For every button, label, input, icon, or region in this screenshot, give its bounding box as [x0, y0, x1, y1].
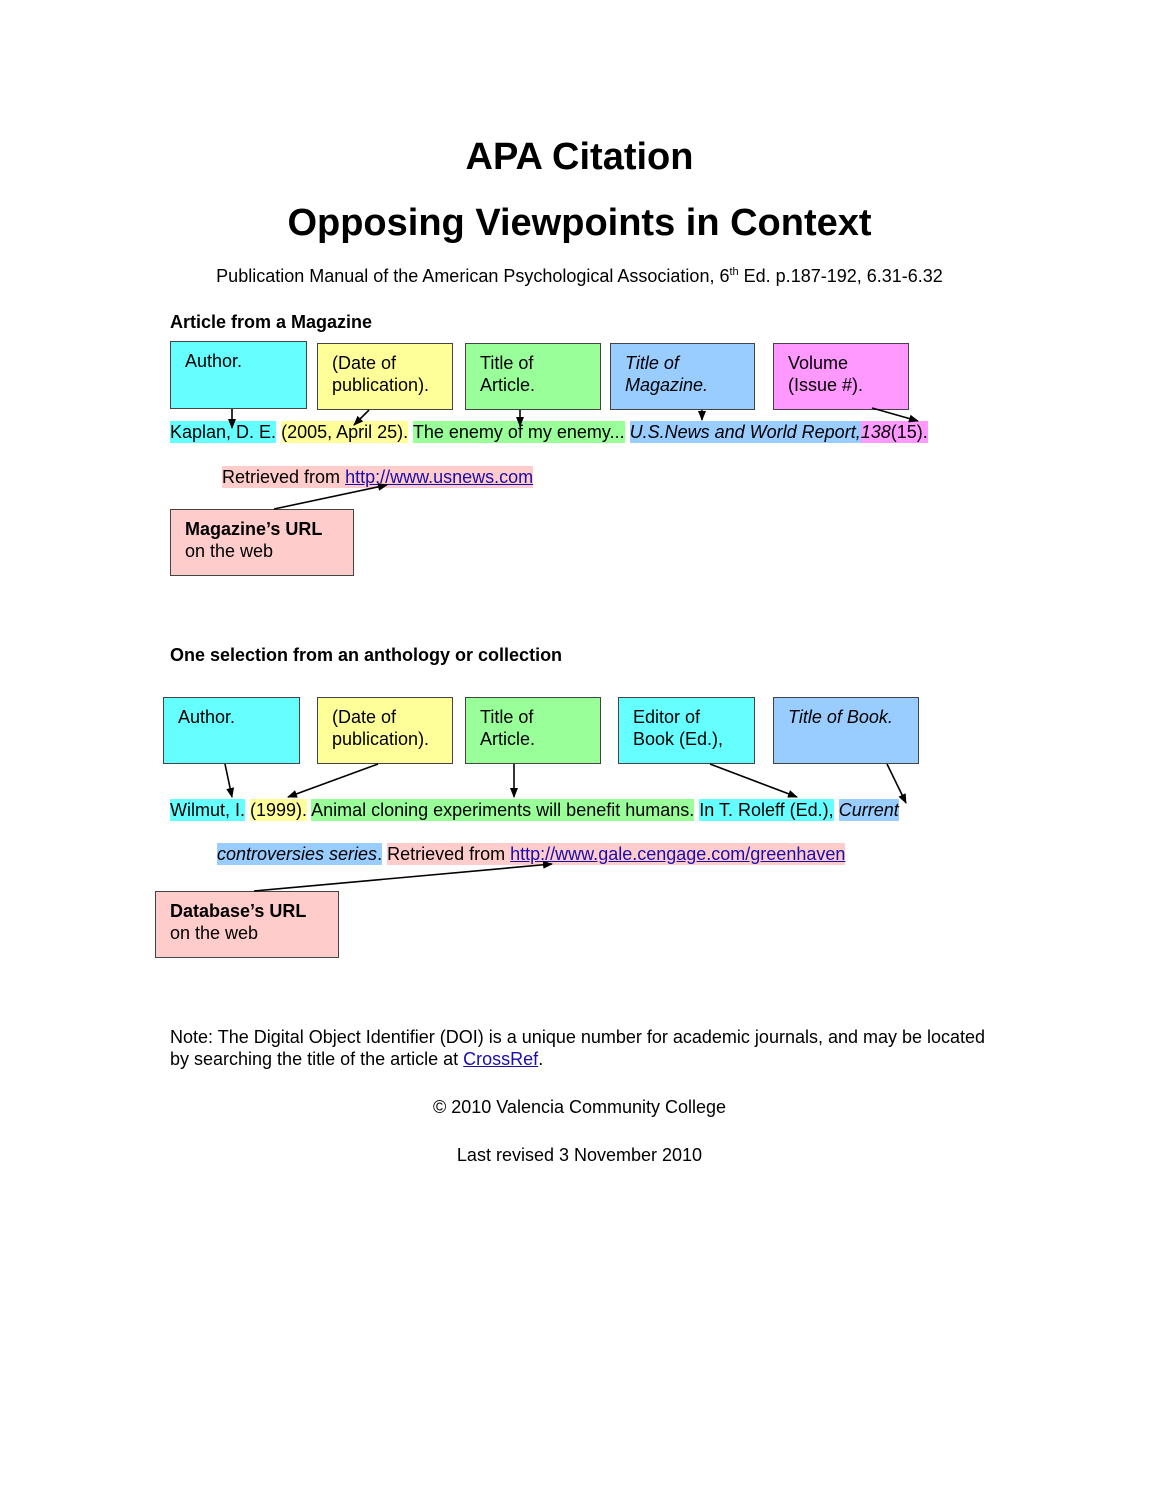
magazine-retrieved-label: Retrieved from	[222, 466, 341, 488]
arrow-anthology-book	[886, 763, 907, 804]
arrow-anthology-author	[224, 763, 235, 798]
magazine-url-link[interactable]: http://www.usnews.com	[345, 466, 534, 488]
manual-reference-text: Publication Manual of the American Psych…	[216, 266, 730, 286]
anthology-citation-period: .	[377, 843, 383, 865]
arrow-anthology-editor	[709, 763, 798, 798]
anthology-url-box-text: on the web	[170, 923, 259, 943]
anthology-url-link[interactable]: http://www.gale.cengage.com/greenhaven	[510, 843, 846, 865]
citation-date: (2005, April 25).	[281, 421, 409, 443]
manual-reference-pages: Ed. p.187-192, 6.31-6.32	[738, 266, 943, 286]
magazine-title-box: Title of Article.	[465, 343, 601, 410]
magazine-url-box-title: Magazine’s URL	[185, 519, 323, 539]
anthology-citation-line2: controversies series. Retrieved from htt…	[217, 843, 846, 865]
magazine-author-box: Author.	[170, 341, 307, 409]
magazine-heading: Article from a Magazine	[170, 312, 373, 332]
arrow-magazine-volume	[871, 407, 919, 423]
anthology-citation-book-end: controversies series	[217, 843, 378, 865]
anthology-title-box: Title of Article.	[465, 697, 601, 764]
anthology-citation-title: Animal cloning experiments will benefit …	[311, 799, 695, 821]
page-subtitle: Opposing Viewpoints in Context	[287, 202, 872, 244]
manual-reference: Publication Manual of the American Psych…	[0, 266, 1159, 287]
anthology-url-box-title: Database’s URL	[170, 901, 307, 921]
anthology-citation-editor: In T. Roleff (Ed.),	[699, 799, 834, 821]
anthology-citation: Wilmut, I. (1999). Animal cloning experi…	[170, 799, 899, 821]
doi-note-text: Note: The Digital Object Identifier (DOI…	[170, 1027, 986, 1069]
anthology-url-box: Database’s URL on the web	[155, 891, 339, 958]
magazine-citation: Kaplan, D. E. (2005, April 25). The enem…	[170, 421, 928, 443]
arrow-anthology-date	[287, 763, 379, 798]
magazine-volume-box: Volume (Issue #).	[773, 343, 909, 410]
anthology-book-box: Title of Book.	[773, 697, 919, 764]
anthology-editor-box: Editor of Book (Ed.),	[618, 697, 755, 764]
anthology-citation-book-start: Current	[838, 799, 899, 821]
anthology-retrieved-label: Retrieved from	[387, 843, 506, 865]
copyright: © 2010 Valencia Community College	[432, 1097, 727, 1117]
arrow-magazine-date	[353, 409, 370, 426]
doi-note: Note: The Digital Object Identifier (DOI…	[170, 1026, 990, 1070]
crossref-link[interactable]: CrossRef	[463, 1049, 539, 1069]
citation-magazine: U.S.News and World Report,	[629, 421, 861, 443]
citation-title: The enemy of my enemy...	[412, 421, 625, 443]
citation-volume: 138	[860, 421, 891, 443]
citation-author: Kaplan, D. E.	[170, 421, 277, 443]
magazine-url-box-text: on the web	[185, 541, 274, 561]
page-title: APA Citation	[465, 136, 694, 178]
anthology-heading: One selection from an anthology or colle…	[170, 645, 563, 665]
anthology-author-box: Author.	[163, 697, 300, 764]
doi-note-end: .	[538, 1049, 544, 1069]
manual-edition-suffix: th	[729, 266, 739, 278]
anthology-citation-author: Wilmut, I.	[170, 799, 245, 821]
arrow-magazine-url	[273, 482, 388, 510]
magazine-url-box: Magazine’s URL on the web	[170, 509, 354, 576]
magazine-retrieved-line: Retrieved from http://www.usnews.com	[222, 466, 534, 488]
magazine-name-box: Title of Magazine.	[610, 343, 755, 410]
magazine-date-box: (Date of publication).	[317, 343, 453, 410]
anthology-citation-date: (1999).	[250, 799, 308, 821]
last-revised: Last revised 3 November 2010	[456, 1145, 703, 1165]
citation-issue: (15).	[890, 421, 928, 443]
arrow-anthology-url	[253, 860, 553, 892]
anthology-date-box: (Date of publication).	[317, 697, 453, 764]
